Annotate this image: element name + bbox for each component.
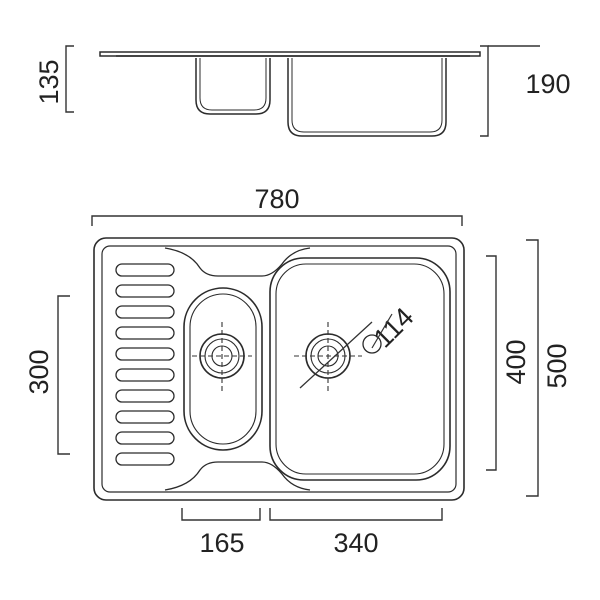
drainer-groove <box>115 347 175 361</box>
dim-line-small-bowl-length <box>57 295 70 455</box>
drainer-groove <box>115 410 175 424</box>
small-bowl-outer <box>183 287 263 451</box>
small-bowl-inner <box>189 293 257 445</box>
side-view-large-bowl-inner <box>291 58 443 133</box>
drainer-groove <box>115 389 175 403</box>
dim-line-small-bowl-width <box>181 508 261 521</box>
side-view-large-bowl <box>287 58 447 137</box>
drainer-groove <box>115 326 175 340</box>
dim-line-large-bowl-length <box>486 255 497 471</box>
side-view-small-bowl-inner <box>199 58 267 111</box>
drainer-groove <box>115 284 175 298</box>
sink-outer-frame <box>93 237 465 501</box>
label-small-bowl-width: 165 <box>199 528 244 558</box>
drain-diameter-leader <box>299 321 373 389</box>
drainer-contour <box>164 247 311 277</box>
label-overall-width: 780 <box>254 184 299 214</box>
dim-line-large-bowl-width <box>269 508 443 521</box>
label-large-bowl-width: 340 <box>333 528 378 558</box>
dim-line-overall-depth <box>526 239 539 497</box>
side-view-dimension-lines <box>65 45 540 137</box>
label-large-bowl-depth: 190 <box>525 69 570 99</box>
side-view <box>99 51 481 137</box>
large-bowl-inner <box>275 263 445 475</box>
drain-centerlines <box>192 322 362 392</box>
drainer-groove <box>115 305 175 319</box>
label-drain-diameter: 114 <box>368 302 420 354</box>
drainer-contour-bottom <box>164 461 311 491</box>
side-view-small-bowl <box>195 58 271 115</box>
large-bowl-outer <box>269 257 451 481</box>
drainer-groove <box>115 431 175 445</box>
side-view-rim <box>99 51 481 57</box>
drainer-groove <box>115 452 175 466</box>
dim-line-large-bowl-depth <box>480 45 489 137</box>
label-small-bowl-length: 300 <box>24 349 54 394</box>
drainer-grooves <box>115 263 175 466</box>
dim-line-overall-width <box>91 215 463 226</box>
dim-line-small-bowl-depth <box>65 45 74 113</box>
label-small-bowl-depth: 135 <box>34 59 64 104</box>
drainer-groove <box>115 263 175 277</box>
label-large-bowl-length: 400 <box>501 339 531 384</box>
diameter-symbol-slash <box>371 313 393 349</box>
top-view-dimension-lines <box>57 215 539 521</box>
label-overall-depth: 500 <box>542 343 572 388</box>
sink-inner-frame <box>101 245 457 493</box>
drainer-groove <box>115 368 175 382</box>
overflow-hole <box>362 334 382 354</box>
top-view <box>93 237 465 501</box>
